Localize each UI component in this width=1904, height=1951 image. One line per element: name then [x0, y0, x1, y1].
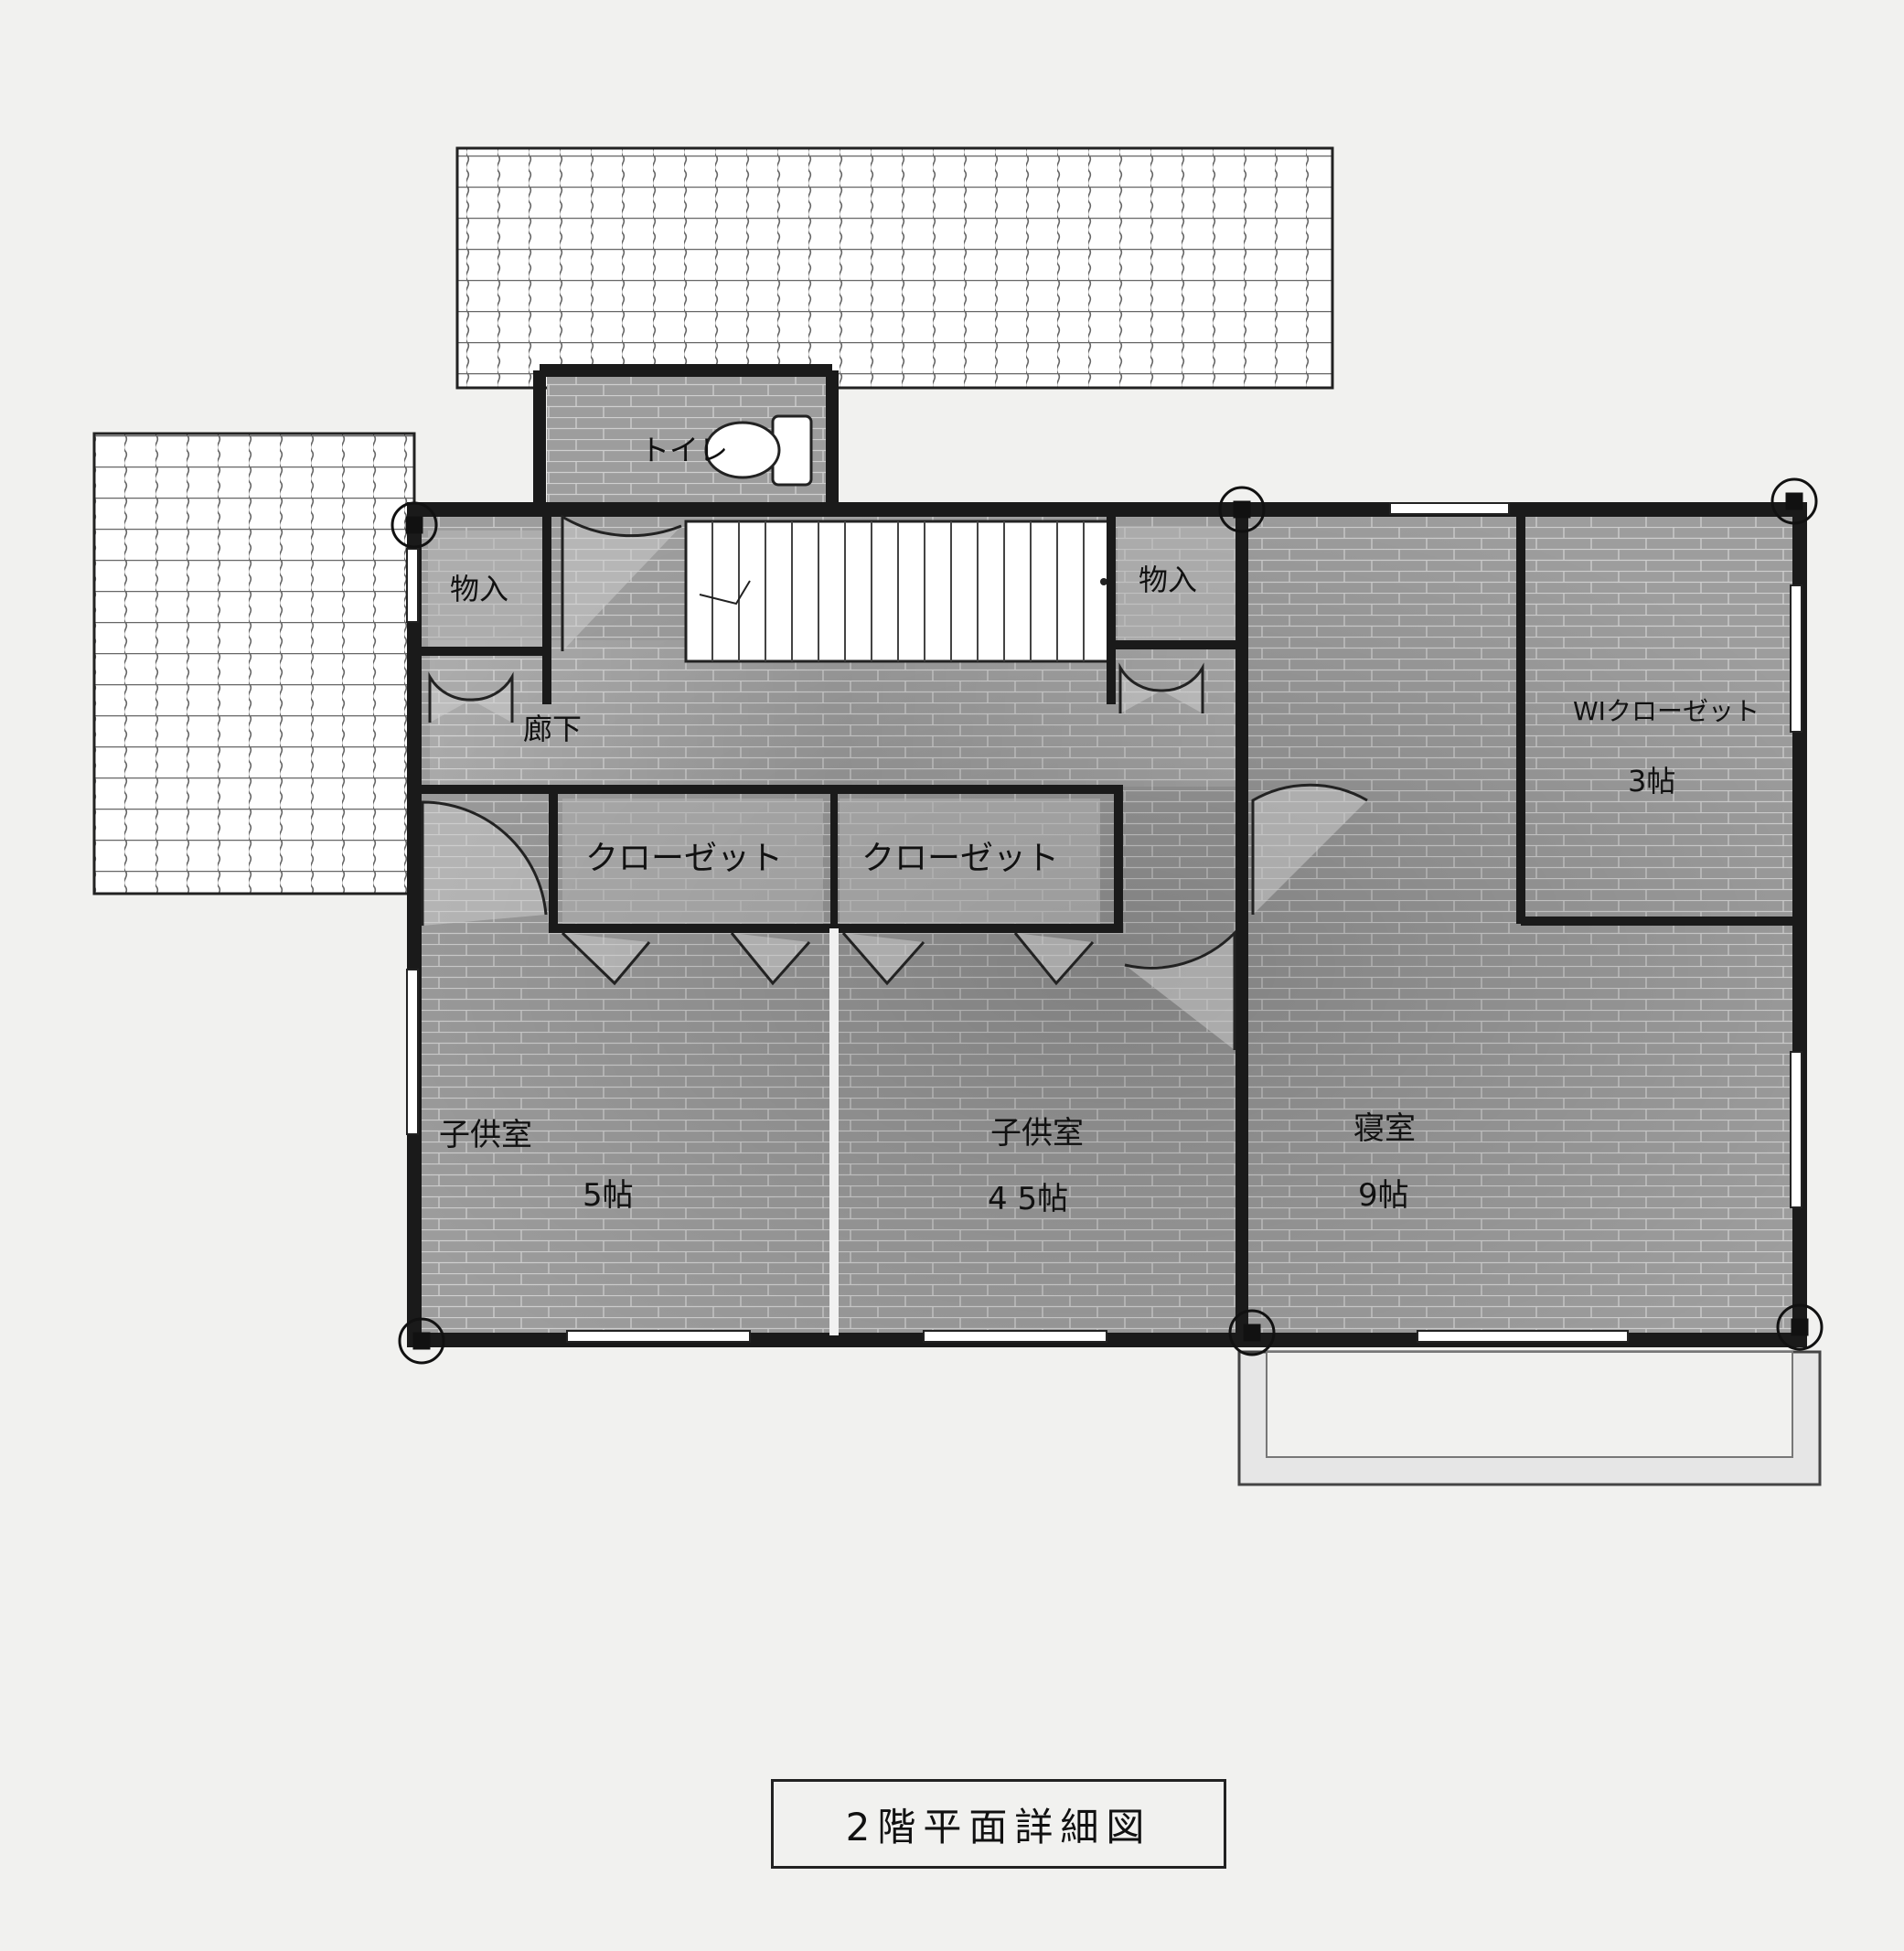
left-roof: [92, 432, 416, 895]
doors: [421, 514, 1368, 1050]
closet-2-label: クローゼット: [861, 840, 1059, 877]
closet-1-label: クローゼット: [585, 840, 783, 877]
child-room-1-size: 5帖: [583, 1177, 634, 1214]
child-room-1-label: 子供室: [439, 1117, 532, 1153]
hallway-label: 廊下: [523, 712, 582, 746]
drawing-title: 2階平面詳細図: [845, 1804, 1152, 1849]
storage-right-area: [1118, 526, 1236, 645]
storage-left-area: [428, 531, 547, 649]
balcony-inner: [1266, 1351, 1793, 1458]
bedroom-size: 9帖: [1358, 1177, 1409, 1214]
staircase: [684, 520, 1113, 663]
drawing-title-box: 2階平面詳細図: [771, 1779, 1226, 1869]
closet-1-area: [562, 799, 823, 927]
closet-2-area: [840, 799, 1100, 927]
storage-right-label: 物入: [1139, 563, 1197, 597]
child-room-2-label: 子供室: [990, 1115, 1084, 1152]
wic-size-label: 3帖: [1628, 764, 1675, 799]
windows: [406, 502, 1802, 1343]
wic-label: WIクローゼット: [1573, 696, 1760, 726]
toilet-fixture: [704, 414, 813, 487]
storage-left-label: 物入: [450, 572, 508, 606]
column-markers: [390, 477, 1824, 1365]
upper-roof: [455, 146, 1334, 390]
toilet-label: トイレ: [640, 433, 728, 467]
child-room-2-size: 4 5帖: [988, 1181, 1068, 1217]
bedroom-label: 寝室: [1353, 1110, 1416, 1147]
